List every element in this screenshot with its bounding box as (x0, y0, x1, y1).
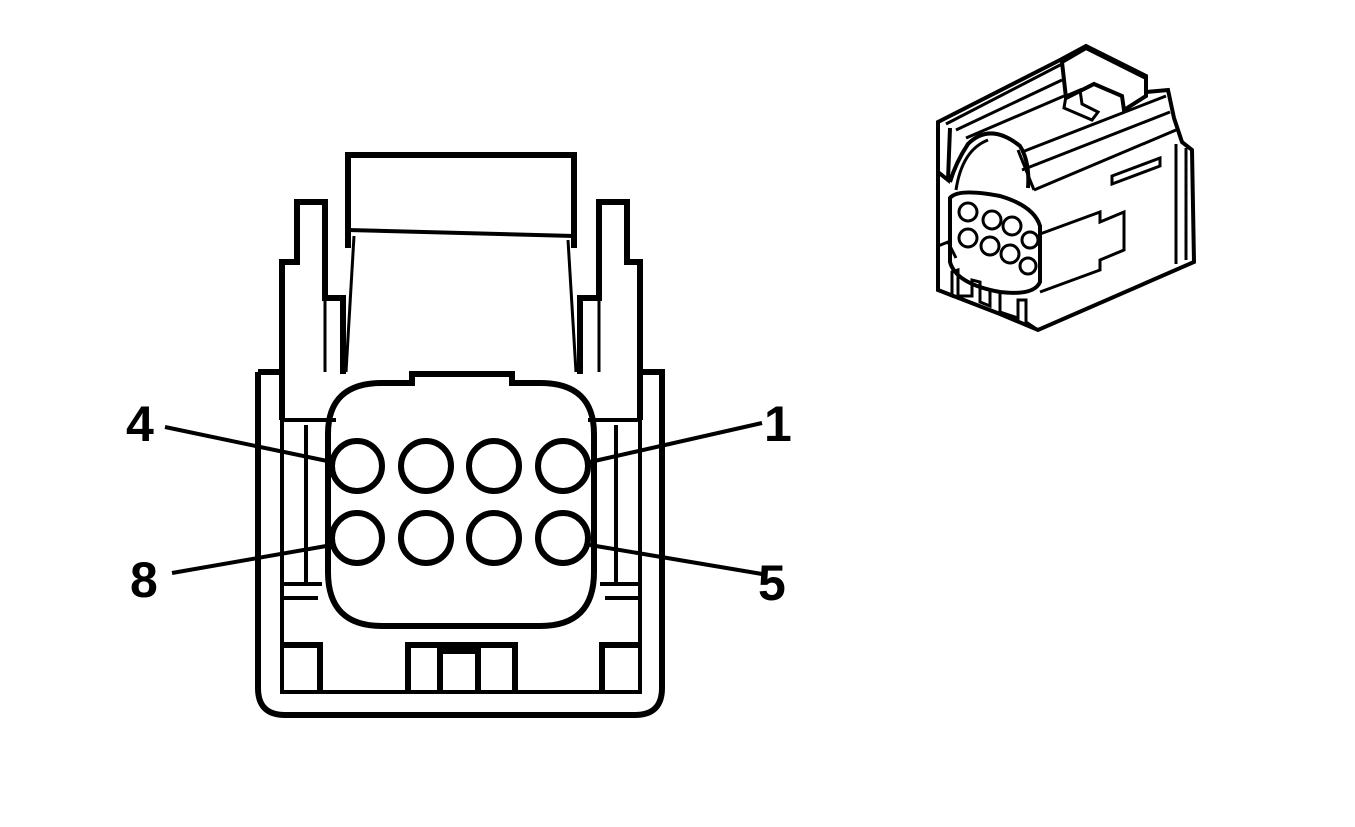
pin-label-8: 8 (130, 552, 158, 608)
leader-line-pin-8 (171, 543, 333, 575)
top-lock-tab (345, 152, 577, 248)
leader-line-pin-5 (589, 543, 763, 576)
iso-latch-window (1062, 87, 1101, 122)
iso-front-face (948, 190, 1042, 295)
iso-left-wall-inner (954, 138, 1036, 191)
leader-line-pin-1 (589, 421, 763, 464)
connector-front-view: 4 1 8 5 (126, 152, 792, 718)
pin-2 (466, 438, 522, 494)
iso-pin-1 (957, 201, 979, 223)
bottom-keying-slots (282, 642, 640, 692)
pin-3 (398, 438, 454, 494)
leader-line-pin-4 (164, 425, 333, 464)
iso-right-side (1039, 144, 1188, 294)
pin-4 (329, 438, 385, 494)
iso-top-edges (945, 62, 1177, 192)
pin-label-1: 1 (764, 396, 792, 452)
pin-7 (398, 510, 454, 566)
pin-6 (466, 510, 522, 566)
left-latch-arm (279, 199, 346, 374)
right-latch-arm (577, 199, 643, 374)
pin-label-4: 4 (126, 396, 154, 452)
iso-pin-2 (981, 209, 1003, 231)
pin-cavity-face (325, 371, 597, 629)
right-inner-rail (588, 418, 640, 600)
iso-pin-4 (1020, 230, 1040, 250)
iso-pin-3 (1001, 215, 1023, 237)
top-lock-tab-line (347, 228, 575, 238)
pin-label-5: 5 (758, 555, 786, 611)
iso-bottom-feet (936, 240, 1039, 332)
iso-left-wall (936, 124, 1031, 189)
pin-1 (535, 438, 591, 494)
pin-8 (329, 510, 385, 566)
left-inner-rail (282, 418, 336, 600)
connector-isometric-view (936, 43, 1197, 333)
top-lock-tab-side-left (344, 235, 356, 373)
iso-pin-6 (979, 235, 1001, 257)
iso-pin-8 (1018, 256, 1038, 276)
iso-pin-7 (999, 243, 1021, 265)
housing-inner-outline (280, 420, 642, 694)
top-lock-tab-side-right (566, 239, 578, 373)
iso-pin-5 (957, 227, 979, 249)
iso-top-latch (1059, 45, 1148, 114)
pin-5 (535, 510, 591, 566)
